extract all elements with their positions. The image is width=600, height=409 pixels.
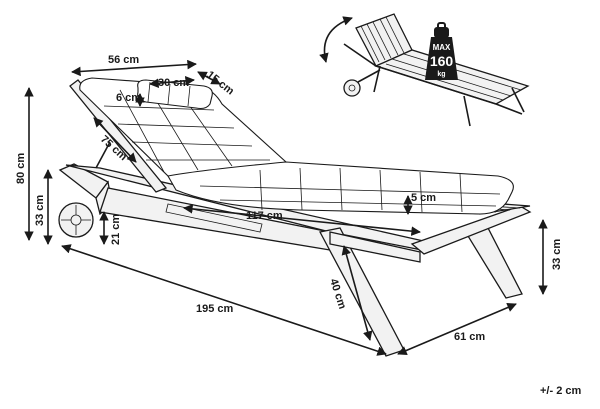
dim-label-21cm: 21 cm [110,214,122,245]
dimension-lines [24,59,548,356]
dim-label-40cm: 40 cm [327,277,348,311]
rotation-arrow [319,16,353,63]
wheel [58,202,94,238]
inset-lounger-drawing [319,13,530,127]
tolerance-note: +/- 2 cm [540,385,581,397]
dim-label-117cm: 117 cm [246,210,283,222]
dim-label-33cm-right: 33 cm [551,239,563,270]
dim-label-56cm: 56 cm [108,54,139,66]
dim-label-80cm: 80 cm [15,153,27,184]
badge-max-text: MAX [433,43,451,52]
dim-label-5cm: 5 cm [411,192,436,204]
main-lounger-drawing [58,77,532,357]
dim-label-195cm: 195 cm [196,303,234,315]
dim-label-6cm: 6 cm [116,92,141,104]
dim-label-30cm: 30 cm [158,77,189,89]
badge-value-text: 160 [430,53,454,69]
dim-label-61cm: 61 cm [454,331,485,343]
dim-label-33cm-left: 33 cm [34,195,46,226]
badge-unit-text: kg [437,71,445,78]
max-weight-badge: MAX 160 kg [425,22,458,80]
